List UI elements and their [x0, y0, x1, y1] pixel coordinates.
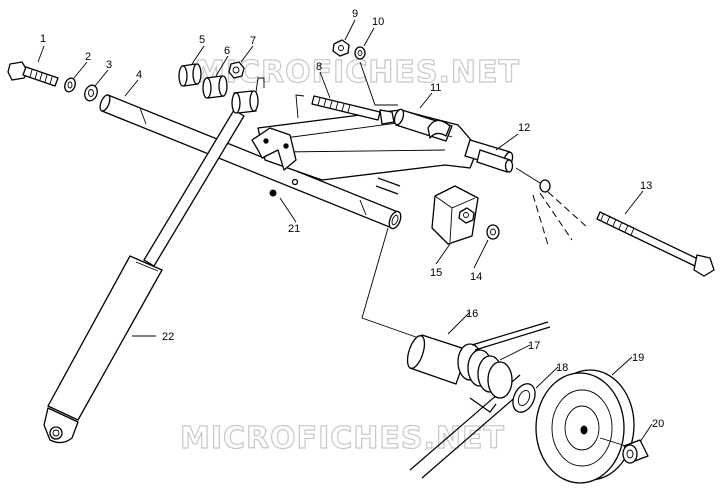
mount-bracket: [251, 127, 297, 171]
part-2-washer: [64, 77, 76, 93]
part-20-bearing: [622, 439, 649, 464]
callout-19: 19: [632, 352, 644, 364]
part-13-bolt: [596, 211, 715, 277]
callout-2: 2: [85, 51, 91, 63]
callout-9: 9: [352, 8, 358, 20]
watermark-bottom: MICROFICHES.NET: [180, 421, 505, 456]
part-8-bolt: [311, 95, 395, 125]
callout-16: 16: [466, 308, 478, 320]
callout-22: 22: [162, 331, 174, 343]
callout-20: 20: [652, 418, 664, 430]
part-6-bushing: [202, 75, 228, 99]
callout-14: 14: [470, 271, 482, 283]
callout-17: 17: [528, 340, 540, 352]
callout-8: 8: [316, 61, 322, 73]
callout-10: 10: [372, 16, 384, 28]
part-9-nut: [332, 39, 350, 57]
callout-7: 7: [250, 35, 256, 47]
part-14-washer: [486, 224, 500, 240]
part-10-washer: [354, 46, 366, 60]
callout-3: 3: [106, 59, 112, 71]
callout-numbers: 1 2 3 4 5 6 7 8 9 10 11 12 13 14 15 16 1…: [40, 8, 664, 430]
part-19-wheel: [535, 369, 635, 484]
leader-lines: [37, 19, 653, 443]
part-18-washer: [512, 383, 536, 413]
callout-18: 18: [556, 362, 568, 374]
part-21-screw: [269, 178, 299, 197]
callout-11: 11: [430, 82, 441, 94]
callout-15: 15: [430, 267, 442, 279]
callout-6: 6: [224, 45, 230, 57]
part-22-shock-absorber: [43, 109, 245, 444]
callout-1: 1: [40, 33, 46, 45]
part-12-sleeve: [476, 149, 514, 173]
part-15-block: [431, 185, 479, 245]
spray-dashes: [532, 191, 589, 246]
callout-21: 21: [288, 223, 300, 235]
shock-top-eye: [231, 90, 259, 114]
callout-5: 5: [199, 34, 205, 46]
part-5-bushing: [178, 63, 202, 87]
callout-12: 12: [518, 122, 530, 134]
part-1-bolt: [7, 61, 59, 87]
callout-13: 13: [640, 180, 652, 192]
part-3-washer: [84, 84, 98, 102]
washer-12: [539, 179, 551, 193]
watermark-top: MICROFICHES.NET: [195, 55, 520, 90]
part-17-spring: [457, 321, 551, 413]
part-7-nut: [228, 61, 245, 79]
callout-4: 4: [136, 69, 142, 81]
